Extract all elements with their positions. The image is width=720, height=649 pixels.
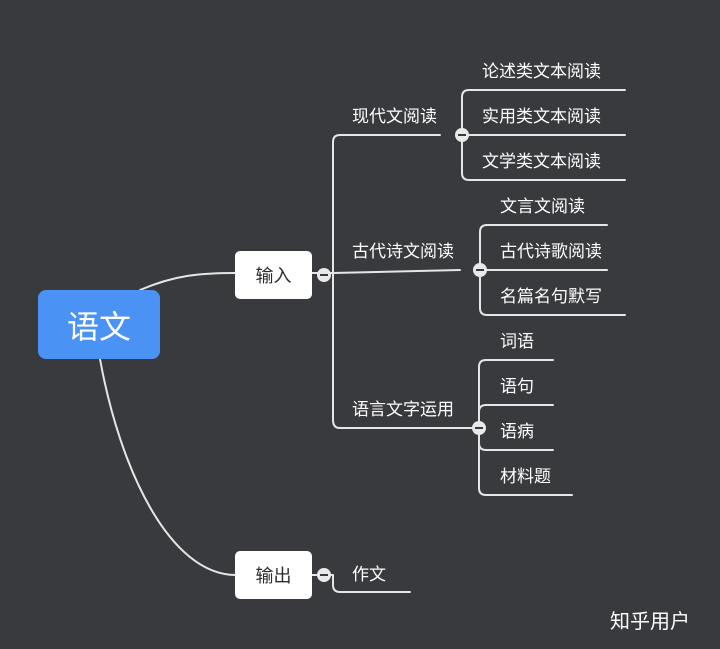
leaf-item[interactable]: 语句 [500,377,534,397]
watermark: 知乎用户 [610,609,690,633]
leaf-item[interactable]: 材料题 [500,467,551,487]
leaf-item[interactable]: 词语 [500,332,534,352]
subtopic-language-use[interactable]: 语言文字运用 [352,400,454,420]
subtopic-classical-reading[interactable]: 古代诗文阅读 [352,242,454,262]
root-label: 语文 [66,307,131,346]
leaf-item[interactable]: 语病 [500,422,534,442]
collapse-toggle-language-use[interactable] [472,421,486,435]
root-node[interactable]: 语文 [38,290,160,359]
collapse-toggle-modern-reading[interactable] [455,128,469,142]
leaf-item[interactable]: 实用类文本阅读 [482,107,601,127]
leaf-item[interactable]: 文言文阅读 [500,197,585,217]
collapse-toggle-input[interactable] [317,268,331,282]
branch-node-input[interactable]: 输入 [235,251,312,299]
collapse-toggle-output[interactable] [317,568,331,582]
leaf-item[interactable]: 名篇名句默写 [500,287,602,307]
branch-label-output: 输出 [255,566,292,587]
leaf-item[interactable]: 古代诗歌阅读 [500,242,602,262]
leaf-item[interactable]: 文学类文本阅读 [482,152,601,172]
branch-node-output[interactable]: 输出 [235,551,312,599]
subtopic-modern-reading[interactable]: 现代文阅读 [352,107,437,127]
leaf-item[interactable]: 论述类文本阅读 [482,62,601,82]
branch-label-input: 输入 [255,266,292,287]
collapse-toggle-classical-reading[interactable] [473,263,487,277]
subtopic-composition[interactable]: 作文 [352,565,386,585]
